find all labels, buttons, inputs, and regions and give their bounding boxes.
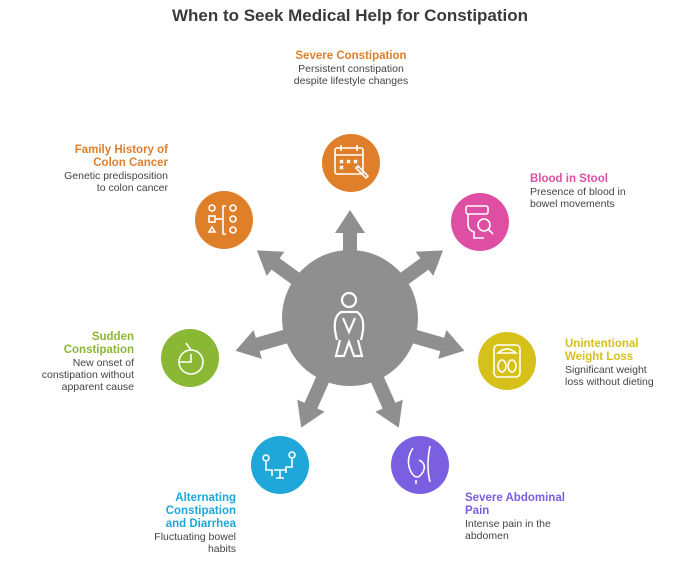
label-family-history: Family History of Colon Cancer Genetic p… (60, 144, 168, 194)
item-desc: Fluctuating bowel habits (154, 531, 236, 555)
circle-weight-loss (478, 332, 536, 390)
label-blood-in-stool: Blood in Stool Presence of blood in bowe… (530, 173, 640, 210)
item-title: Severe Abdominal Pain (465, 492, 565, 517)
label-abdominal-pain: Severe Abdominal Pain Intense pain in th… (465, 492, 565, 542)
label-severe-constipation: Severe Constipation Persistent constipat… (290, 50, 412, 87)
circle-severe-constipation (322, 134, 380, 192)
family-tree-icon (207, 204, 237, 235)
center-circle (282, 250, 418, 386)
circle-blood-in-stool (451, 193, 509, 251)
item-desc: Significant weight loss without dieting (565, 364, 654, 388)
scale-icon (493, 344, 521, 378)
label-weight-loss: Unintentional Weight Loss Significant we… (565, 338, 660, 388)
calendar-icon (334, 145, 370, 180)
item-title: Severe Constipation (295, 50, 407, 62)
item-desc: New onset of constipation without appare… (41, 357, 134, 393)
toilet-search-icon (465, 205, 494, 239)
circle-alternating (251, 436, 309, 494)
diagram-title: When to Seek Medical Help for Constipati… (171, 6, 529, 25)
item-title: Blood in Stool (530, 173, 608, 185)
person-seated-icon (333, 291, 365, 358)
circle-family-history (195, 191, 253, 249)
item-desc: Genetic predisposition to colon cancer (64, 170, 168, 194)
item-desc: Persistent constipation despite lifestyl… (293, 63, 409, 87)
label-alternating: Alternating Constipation and Diarrhea Fl… (146, 492, 236, 555)
label-sudden-constipation: Sudden Constipation New onset of constip… (40, 331, 134, 393)
item-title: Sudden Constipation (63, 331, 134, 356)
circle-sudden-constipation (161, 329, 219, 387)
item-desc: Intense pain in the abdomen (465, 518, 551, 542)
item-title: Unintentional Weight Loss (565, 338, 639, 363)
people-seesaw-icon (262, 451, 296, 479)
item-title: Family History of Colon Cancer (74, 144, 168, 169)
circle-abdominal-pain (391, 436, 449, 494)
stopwatch-icon (178, 342, 204, 375)
item-title: Alternating Constipation and Diarrhea (165, 492, 236, 530)
item-desc: Presence of blood in bowel movements (530, 186, 626, 210)
abdomen-icon (407, 445, 431, 484)
